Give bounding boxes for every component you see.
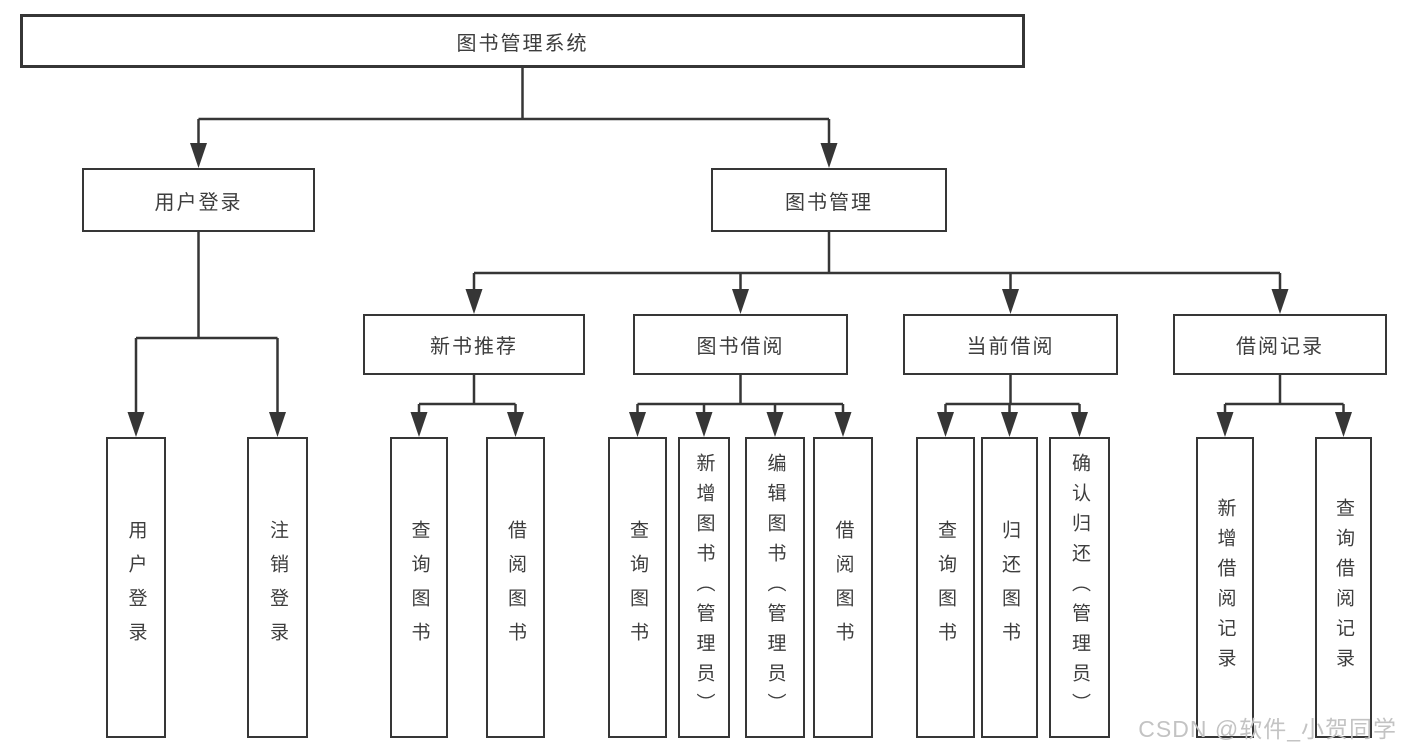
leaf-borrow-add-book-admin-label: 新增图书（管理员） bbox=[693, 452, 715, 723]
node-new-book-recommend: 新书推荐 bbox=[363, 314, 585, 375]
node-book-borrow: 图书借阅 bbox=[633, 314, 848, 375]
arrow-to-leaf-current-confirm bbox=[1071, 412, 1088, 437]
arrow-to-leaf-recommend-borrow bbox=[507, 412, 524, 437]
leaf-records-add-record-label: 新增借阅记录 bbox=[1214, 497, 1236, 678]
arrow-to-leaf-borrow-add bbox=[695, 412, 713, 437]
leaf-recommend-borrow-book-label: 借阅图书 bbox=[505, 519, 526, 656]
node-root-system: 图书管理系统 bbox=[20, 14, 1025, 68]
leaf-records-query-record: 查询借阅记录 bbox=[1315, 437, 1372, 738]
leaf-recommend-query-book-label: 查询图书 bbox=[408, 519, 430, 656]
arrow-to-leaf-recommend-query bbox=[410, 412, 428, 437]
connector-root bbox=[197, 68, 831, 146]
leaf-user-login-label: 用户登录 bbox=[125, 519, 147, 656]
arrow-to-leaf-user-login bbox=[127, 412, 145, 437]
connector-borrow-records bbox=[1223, 375, 1345, 415]
node-new-book-recommend-label: 新书推荐 bbox=[430, 336, 518, 358]
arrow-to-user-login bbox=[190, 143, 207, 168]
arrow-to-leaf-current-return bbox=[1001, 412, 1018, 437]
arrow-to-book-management bbox=[820, 143, 838, 168]
leaf-recommend-query-book: 查询图书 bbox=[390, 437, 448, 738]
arrow-to-new-book-recommend bbox=[465, 289, 483, 314]
leaf-borrow-edit-book-admin: 编辑图书（管理员） bbox=[745, 437, 805, 738]
node-current-borrow-label: 当前借阅 bbox=[966, 336, 1055, 358]
arrow-to-leaf-records-add bbox=[1216, 412, 1234, 437]
leaf-logout-login: 注销登录 bbox=[247, 437, 308, 738]
arrow-to-borrow-records bbox=[1271, 289, 1289, 314]
arrow-to-leaf-current-query bbox=[937, 412, 954, 437]
leaf-records-query-record-label: 查询借阅记录 bbox=[1333, 497, 1354, 678]
arrow-to-leaf-borrow-edit bbox=[766, 412, 784, 437]
leaf-borrow-borrow-book: 借阅图书 bbox=[813, 437, 873, 738]
connector-book-borrow bbox=[636, 375, 845, 415]
leaf-borrow-edit-book-admin-label: 编辑图书（管理员） bbox=[764, 452, 786, 723]
leaf-current-query-book-label: 查询图书 bbox=[935, 519, 956, 656]
connector-user-login bbox=[134, 232, 279, 415]
arrow-to-book-borrow bbox=[732, 289, 749, 314]
leaf-logout-login-label: 注销登录 bbox=[267, 519, 288, 656]
leaf-borrow-borrow-book-label: 借阅图书 bbox=[832, 519, 854, 656]
node-book-management: 图书管理 bbox=[711, 168, 947, 232]
node-borrow-records-label: 借阅记录 bbox=[1236, 336, 1324, 358]
leaf-current-confirm-return-admin-label: 确认归还（管理员） bbox=[1069, 452, 1090, 723]
node-book-borrow-label: 图书借阅 bbox=[696, 336, 785, 358]
arrow-to-leaf-logout bbox=[269, 412, 286, 437]
arrow-to-leaf-records-query bbox=[1335, 412, 1352, 437]
node-book-management-label: 图书管理 bbox=[785, 191, 873, 214]
leaf-current-return-book-label: 归还图书 bbox=[999, 519, 1020, 656]
leaf-recommend-borrow-book: 借阅图书 bbox=[486, 437, 545, 738]
watermark-text: CSDN @软件_小贺同学 bbox=[1138, 716, 1397, 742]
leaf-borrow-query-book: 查询图书 bbox=[608, 437, 667, 738]
node-current-borrow: 当前借阅 bbox=[903, 314, 1118, 375]
leaf-current-return-book: 归还图书 bbox=[981, 437, 1038, 738]
arrow-to-leaf-borrow-query bbox=[629, 412, 646, 437]
arrow-to-leaf-borrow-borrow bbox=[834, 412, 852, 437]
connector-new-book-recommend bbox=[417, 375, 517, 415]
arrow-to-current-borrow bbox=[1002, 289, 1019, 314]
leaf-current-query-book: 查询图书 bbox=[916, 437, 975, 738]
leaf-user-login: 用户登录 bbox=[106, 437, 166, 738]
node-root-system-label: 图书管理系统 bbox=[456, 32, 589, 55]
connector-current-borrow bbox=[944, 375, 1081, 415]
leaf-records-add-record: 新增借阅记录 bbox=[1196, 437, 1254, 738]
leaf-borrow-query-book-label: 查询图书 bbox=[627, 519, 648, 656]
leaf-borrow-add-book-admin: 新增图书（管理员） bbox=[678, 437, 730, 738]
node-borrow-records: 借阅记录 bbox=[1173, 314, 1387, 375]
node-user-login: 用户登录 bbox=[82, 168, 315, 232]
connector-book-management bbox=[472, 232, 1282, 292]
node-user-login-label: 用户登录 bbox=[154, 191, 243, 214]
leaf-current-confirm-return-admin: 确认归还（管理员） bbox=[1049, 437, 1110, 738]
